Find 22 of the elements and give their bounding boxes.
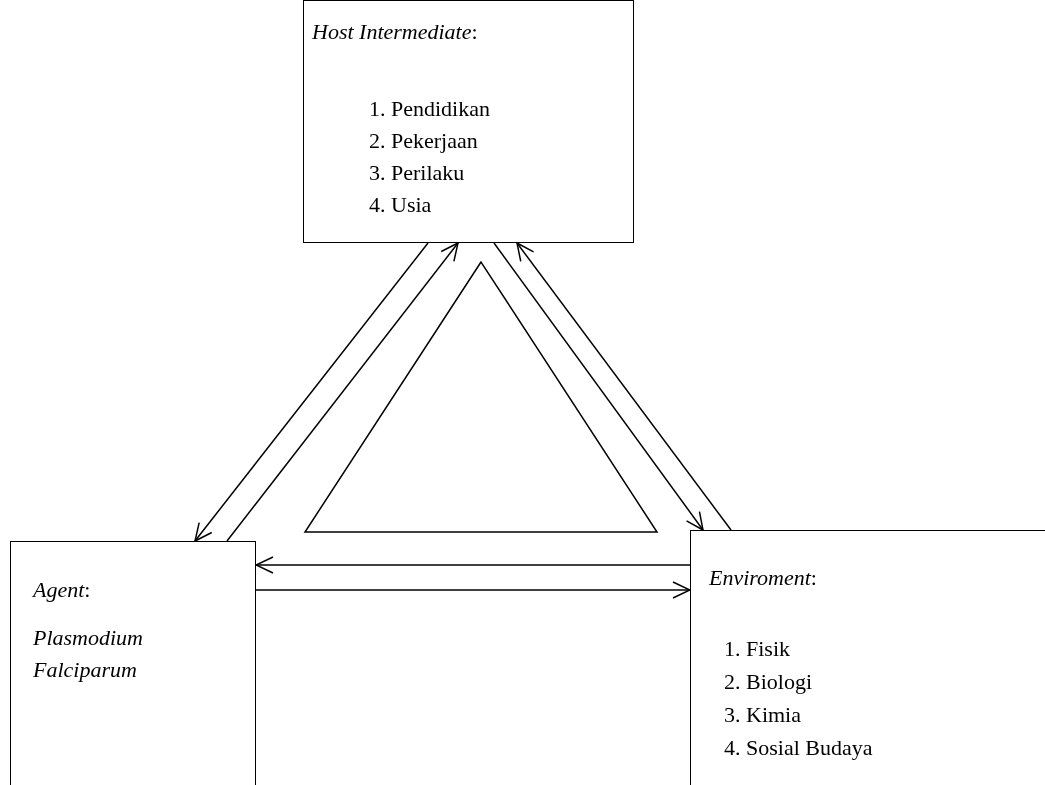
box-heading: Host Intermediate:	[312, 19, 478, 45]
arrow	[255, 556, 691, 574]
triangle-shape	[303, 260, 659, 533]
arrow	[493, 242, 704, 531]
list-item: 1. Pendidikan	[369, 96, 490, 122]
list-item: Plasmodium Falciparum	[33, 624, 144, 684]
list-item: 1. Fisik	[724, 636, 791, 662]
arrow	[194, 242, 429, 542]
list-item: 4. Usia	[369, 192, 432, 218]
list-item: 4. Sosial Budaya	[724, 735, 873, 761]
factor-box	[690, 530, 1045, 785]
box-heading: Agent:	[33, 577, 91, 603]
factor-box	[10, 541, 256, 785]
arrow	[226, 242, 459, 542]
list-item: 3. Perilaku	[369, 160, 465, 186]
arrow	[516, 242, 732, 531]
arrow	[255, 581, 691, 599]
list-item: 3. Kimia	[724, 702, 801, 728]
factor-box	[303, 0, 634, 243]
list-item: 2. Biologi	[724, 669, 812, 695]
box-heading: Enviroment:	[709, 565, 817, 591]
list-item: 2. Pekerjaan	[369, 128, 478, 154]
